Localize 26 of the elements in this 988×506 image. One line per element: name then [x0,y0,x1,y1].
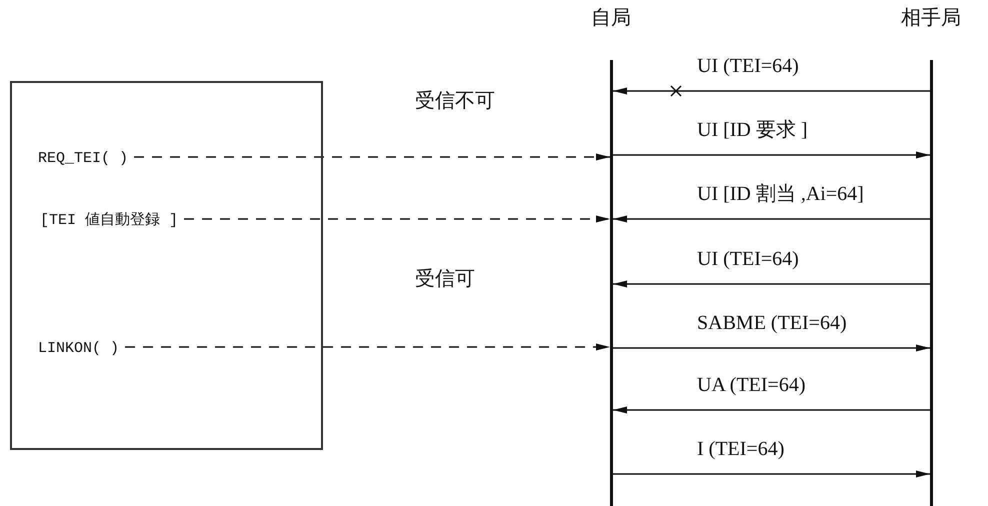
message-arrow [613,88,930,94]
function-call: [TEI 値自動登録 ] [40,212,178,230]
message-label: UI [ID 割当 ,Ai=64] [697,182,864,207]
state-note: 受信不可 [415,89,495,114]
lifeline-heading: 自局 [590,6,632,31]
lifeline-heading: 相手局 [900,6,962,31]
message-arrow [613,406,930,414]
message-label: SABME (TEI=64) [697,311,847,336]
message-arrow [613,280,930,288]
dashed-arrow [184,216,610,222]
dashed-arrow [125,344,610,350]
message-arrow [613,216,930,222]
message-label: UI [ID 要求 ] [697,118,808,143]
message-label: UA (TEI=64) [697,373,806,398]
message-label: UI (TEI=64) [697,54,799,79]
state-note: 受信可 [415,267,475,292]
message-arrow [613,152,930,158]
message-label: I (TEI=64) [697,437,784,462]
process-box [10,81,323,450]
message-arrow [613,344,930,352]
lifeline [900,5,962,506]
function-call: REQ_TEI( ) [38,150,128,168]
message-label: UI (TEI=64) [697,247,799,272]
function-call: LINKON( ) [38,340,120,358]
message-arrow [613,470,930,478]
dashed-arrow [134,154,610,160]
